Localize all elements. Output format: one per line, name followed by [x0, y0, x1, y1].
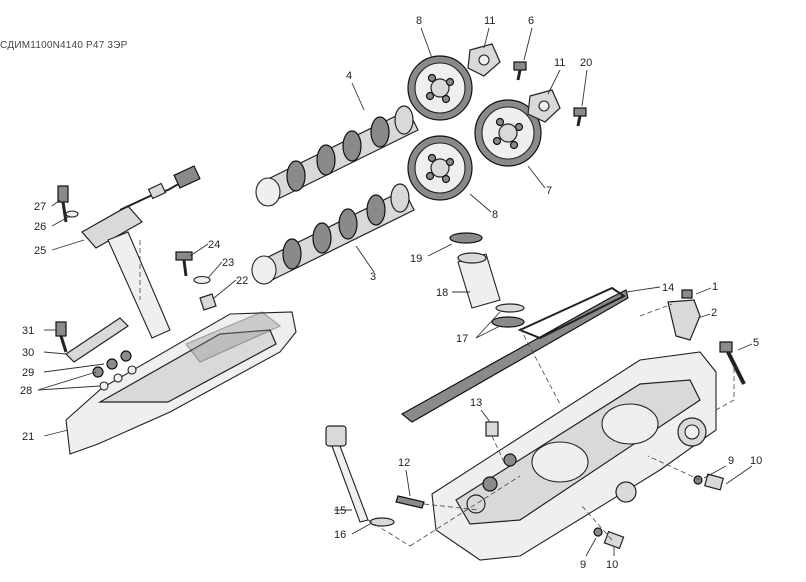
plug-bottom	[593, 527, 625, 550]
callout-23: 23	[222, 257, 234, 269]
callout-8-lower: 8	[492, 209, 498, 221]
dowel-13	[485, 421, 499, 437]
callout-25: 25	[34, 245, 46, 257]
callout-13: 13	[470, 397, 482, 409]
callout-8-upper: 8	[416, 15, 422, 27]
callout-11-upper: 11	[484, 15, 495, 27]
tappet-assembly	[449, 232, 525, 328]
callout-3: 3	[370, 271, 376, 283]
head-cover	[65, 311, 297, 455]
callout-10-right: 10	[750, 455, 762, 467]
callout-28: 28	[20, 385, 32, 397]
callout-18: 18	[436, 287, 448, 299]
bolt-6	[513, 61, 527, 81]
callout-24: 24	[208, 239, 220, 251]
chain-guide	[400, 286, 629, 423]
bolt-5	[719, 341, 746, 385]
timing-gear-lower	[407, 135, 473, 201]
stud-12	[395, 495, 425, 509]
plug-right	[693, 473, 725, 491]
bracket-2	[667, 289, 701, 341]
callout-5: 5	[753, 337, 759, 349]
callout-16: 16	[334, 529, 346, 541]
sensor-assembly	[57, 165, 201, 339]
callout-1: 1	[712, 281, 718, 293]
callout-7: 7	[546, 185, 552, 197]
camshaft-lower	[251, 183, 415, 285]
callout-labels: 1 2 3 4 5 6 7 8 8 9 9 10 10 11 11 12 13 …	[20, 15, 762, 571]
callout-17: 17	[456, 333, 468, 345]
callout-19: 19	[410, 253, 422, 265]
callout-31: 31	[22, 325, 34, 337]
timing-gear-upper	[407, 55, 473, 121]
leader-lines	[37, 27, 753, 557]
callout-21: 21	[22, 431, 34, 443]
drawing-code: CДИM1100N4140 P47 3ЭР	[0, 40, 128, 51]
valve-cap-parts	[175, 251, 217, 311]
retaining-plate-upper	[467, 43, 501, 77]
callout-2: 2	[711, 307, 717, 319]
callout-20: 20	[580, 57, 592, 69]
callout-27: 27	[34, 201, 46, 213]
callout-14: 14	[662, 282, 674, 294]
callout-9-bottom: 9	[580, 559, 586, 571]
callout-12: 12	[398, 457, 410, 469]
callout-9-right: 9	[728, 455, 734, 467]
callout-4: 4	[346, 70, 352, 82]
callout-26: 26	[34, 221, 46, 233]
bolt-20	[573, 107, 587, 127]
callout-10-bottom: 10	[606, 559, 618, 571]
callout-15: 15	[334, 505, 346, 517]
callout-6: 6	[528, 15, 534, 27]
callout-30: 30	[22, 347, 34, 359]
callout-22: 22	[236, 275, 248, 287]
camshaft-upper	[255, 105, 419, 207]
assembly-lines	[139, 240, 735, 547]
callout-29: 29	[22, 367, 34, 379]
timing-gear-middle	[474, 99, 542, 167]
cylinder-head	[431, 351, 717, 561]
retaining-plate-lower	[527, 89, 561, 123]
callout-11-lower: 11	[554, 57, 565, 69]
cover-fasteners	[55, 317, 137, 391]
